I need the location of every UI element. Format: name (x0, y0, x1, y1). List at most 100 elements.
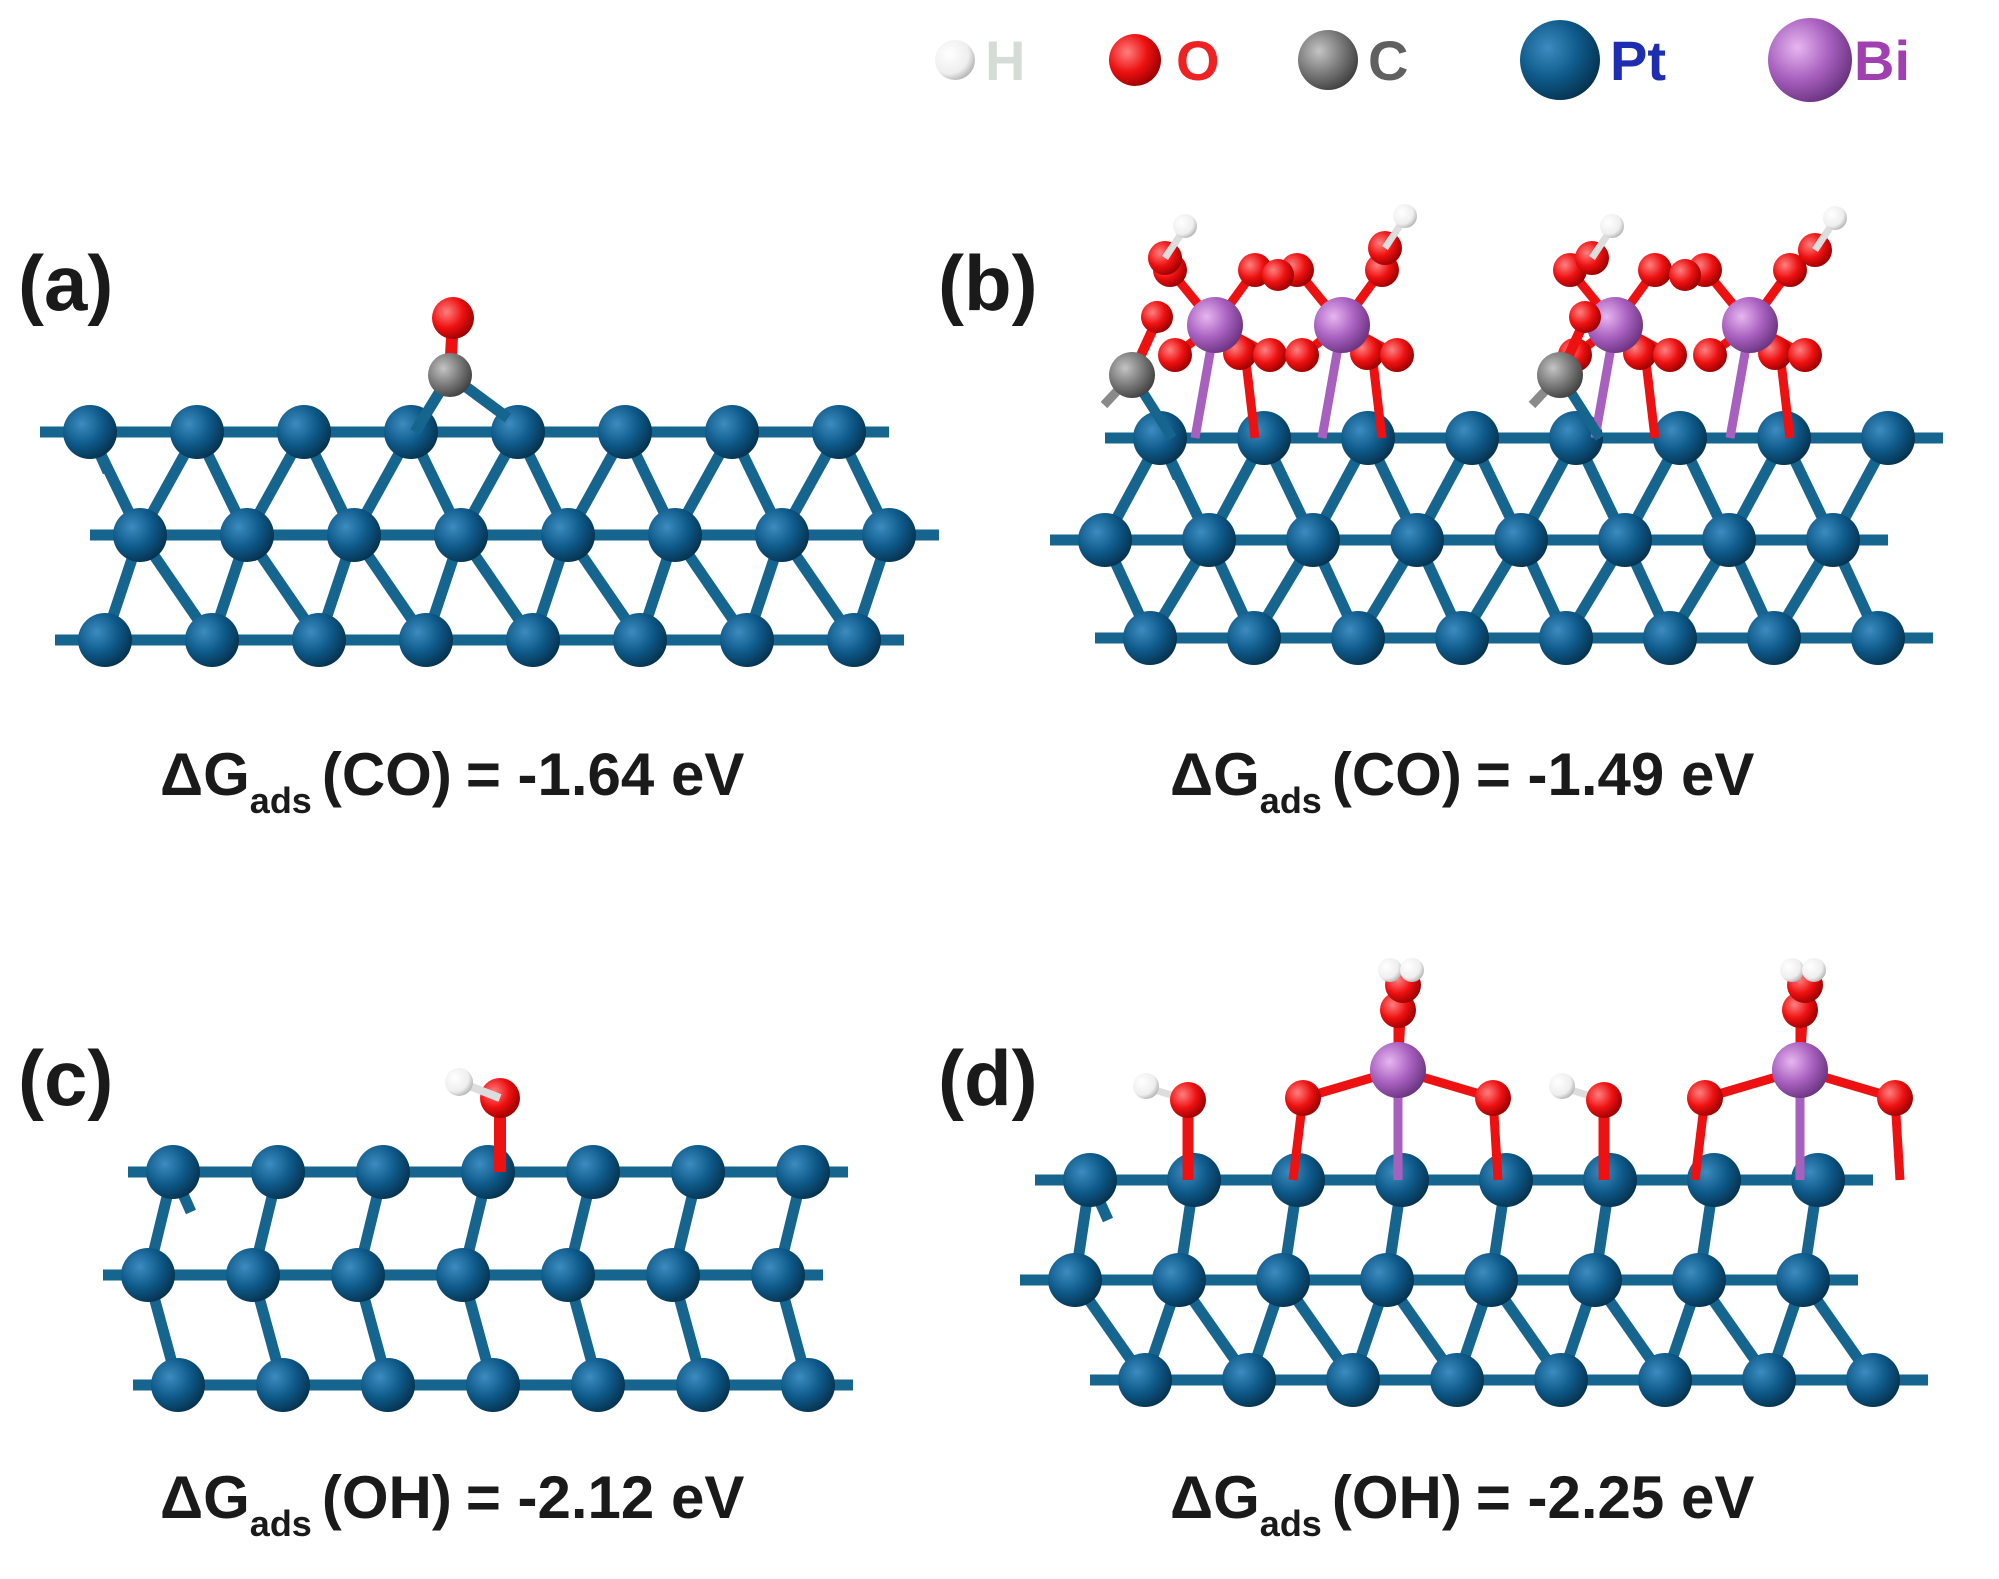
pt-atom (671, 1145, 725, 1199)
o-atom (1170, 1082, 1206, 1118)
pt-atom (170, 405, 224, 459)
pt-atom (812, 405, 866, 459)
energy-caption-c: ΔGads(OH)= -2.12 eV (160, 1464, 744, 1544)
pt-atom (327, 508, 381, 562)
o-atom (1380, 338, 1414, 372)
pt-atom (146, 1145, 200, 1199)
pt-atom (1568, 1253, 1622, 1307)
energy-value: = -2.25 eV (1476, 1464, 1755, 1531)
o-atom (1693, 338, 1727, 372)
pt-atom (1776, 1253, 1830, 1307)
pt-atom (1152, 1253, 1206, 1307)
pt-atom (1806, 513, 1860, 567)
pt-atom (1494, 513, 1548, 567)
bi-atom (1722, 297, 1778, 353)
pt-atom (1747, 611, 1801, 665)
energy-caption-a: ΔGads(CO)= -1.64 eV (160, 741, 744, 821)
pt-atom (541, 508, 595, 562)
element-legend: H O C Pt Bi (935, 18, 1910, 102)
bi-atom (1314, 297, 1370, 353)
pt-atom (1256, 1253, 1310, 1307)
structure-pt-co (40, 297, 939, 667)
pt-atom (1702, 513, 1756, 567)
pt-atom (1583, 1153, 1637, 1207)
energy-prefix: ΔG (160, 1464, 250, 1531)
pt-atom (1182, 513, 1236, 567)
pt-atom (1237, 411, 1291, 465)
legend-item-c: C (1298, 29, 1408, 92)
pt-atom (1331, 611, 1385, 665)
o-atom (1253, 338, 1287, 372)
bi-atom (1187, 297, 1243, 353)
panel-label-b: (b) (938, 239, 1038, 327)
pt-atom (1464, 1253, 1518, 1307)
o-atom-icon (1109, 34, 1161, 86)
energy-species: (OH) (322, 1464, 452, 1531)
energy-subscript: ads (1260, 1503, 1322, 1544)
pt-atom (1598, 513, 1652, 567)
pt-atom (434, 508, 488, 562)
energy-subscript: ads (250, 1503, 312, 1544)
o-atom (1475, 1080, 1511, 1116)
pt-atom (1341, 411, 1395, 465)
panel-label-a: (a) (18, 239, 113, 327)
legend-label: H (985, 29, 1025, 92)
h-atom-icon (935, 40, 975, 80)
pt-atom (1534, 1353, 1588, 1407)
h-atom (1378, 958, 1402, 982)
pt-atom (613, 613, 667, 667)
h-atom (445, 1068, 473, 1096)
energy-prefix: ΔG (1170, 1464, 1260, 1531)
pt-atom (1286, 513, 1340, 567)
energy-prefix: ΔG (160, 741, 250, 808)
pt-atom (1227, 611, 1281, 665)
h-atom (1173, 214, 1197, 238)
energy-species: (CO) (1332, 741, 1462, 808)
pt-atom (1672, 1253, 1726, 1307)
pt-atom (1861, 411, 1915, 465)
structure-ptbi-oh (1020, 958, 1928, 1407)
o-atom (1285, 1080, 1321, 1116)
pt-atom (1167, 1153, 1221, 1207)
pt-atom (676, 1358, 730, 1412)
pt-atom (256, 1358, 310, 1412)
o-atom (1158, 338, 1192, 372)
structure-ptbi-co (1050, 204, 1943, 665)
pt-atom (151, 1358, 205, 1412)
pt-atom (506, 613, 560, 667)
pt-atom (1638, 1353, 1692, 1407)
pt-atom (862, 508, 916, 562)
panel-label-d: (d) (938, 1034, 1038, 1122)
h-atom (1549, 1073, 1575, 1099)
pt-atom (1063, 1153, 1117, 1207)
o-atom (1569, 301, 1601, 333)
pt-atom (781, 1358, 835, 1412)
legend-item-h: H (935, 29, 1025, 92)
pt-atom (1539, 611, 1593, 665)
pt-atom (1078, 513, 1132, 567)
pt-atom (331, 1248, 385, 1302)
h-atom (1823, 206, 1847, 230)
legend-label: O (1176, 29, 1220, 92)
pt-atom (827, 613, 881, 667)
pt-atom (1757, 411, 1811, 465)
pt-atom (1390, 513, 1444, 567)
pt-atom (1643, 611, 1697, 665)
pt-atom (1653, 411, 1707, 465)
pt-atom (1479, 1153, 1533, 1207)
pt-atom (541, 1248, 595, 1302)
pt-atom (436, 1248, 490, 1302)
bi-atom (1772, 1042, 1828, 1098)
pt-atom (277, 405, 331, 459)
h-atom (1400, 958, 1424, 982)
pt-atom (720, 613, 774, 667)
o-atom (1285, 338, 1319, 372)
legend-item-o: O (1109, 29, 1220, 92)
pt-atom-icon (1520, 20, 1600, 100)
h-atom (1802, 958, 1826, 982)
energy-species: (CO) (322, 741, 452, 808)
c-atom (1537, 352, 1583, 398)
pt-atom (646, 1248, 700, 1302)
o-atom (1669, 259, 1701, 291)
